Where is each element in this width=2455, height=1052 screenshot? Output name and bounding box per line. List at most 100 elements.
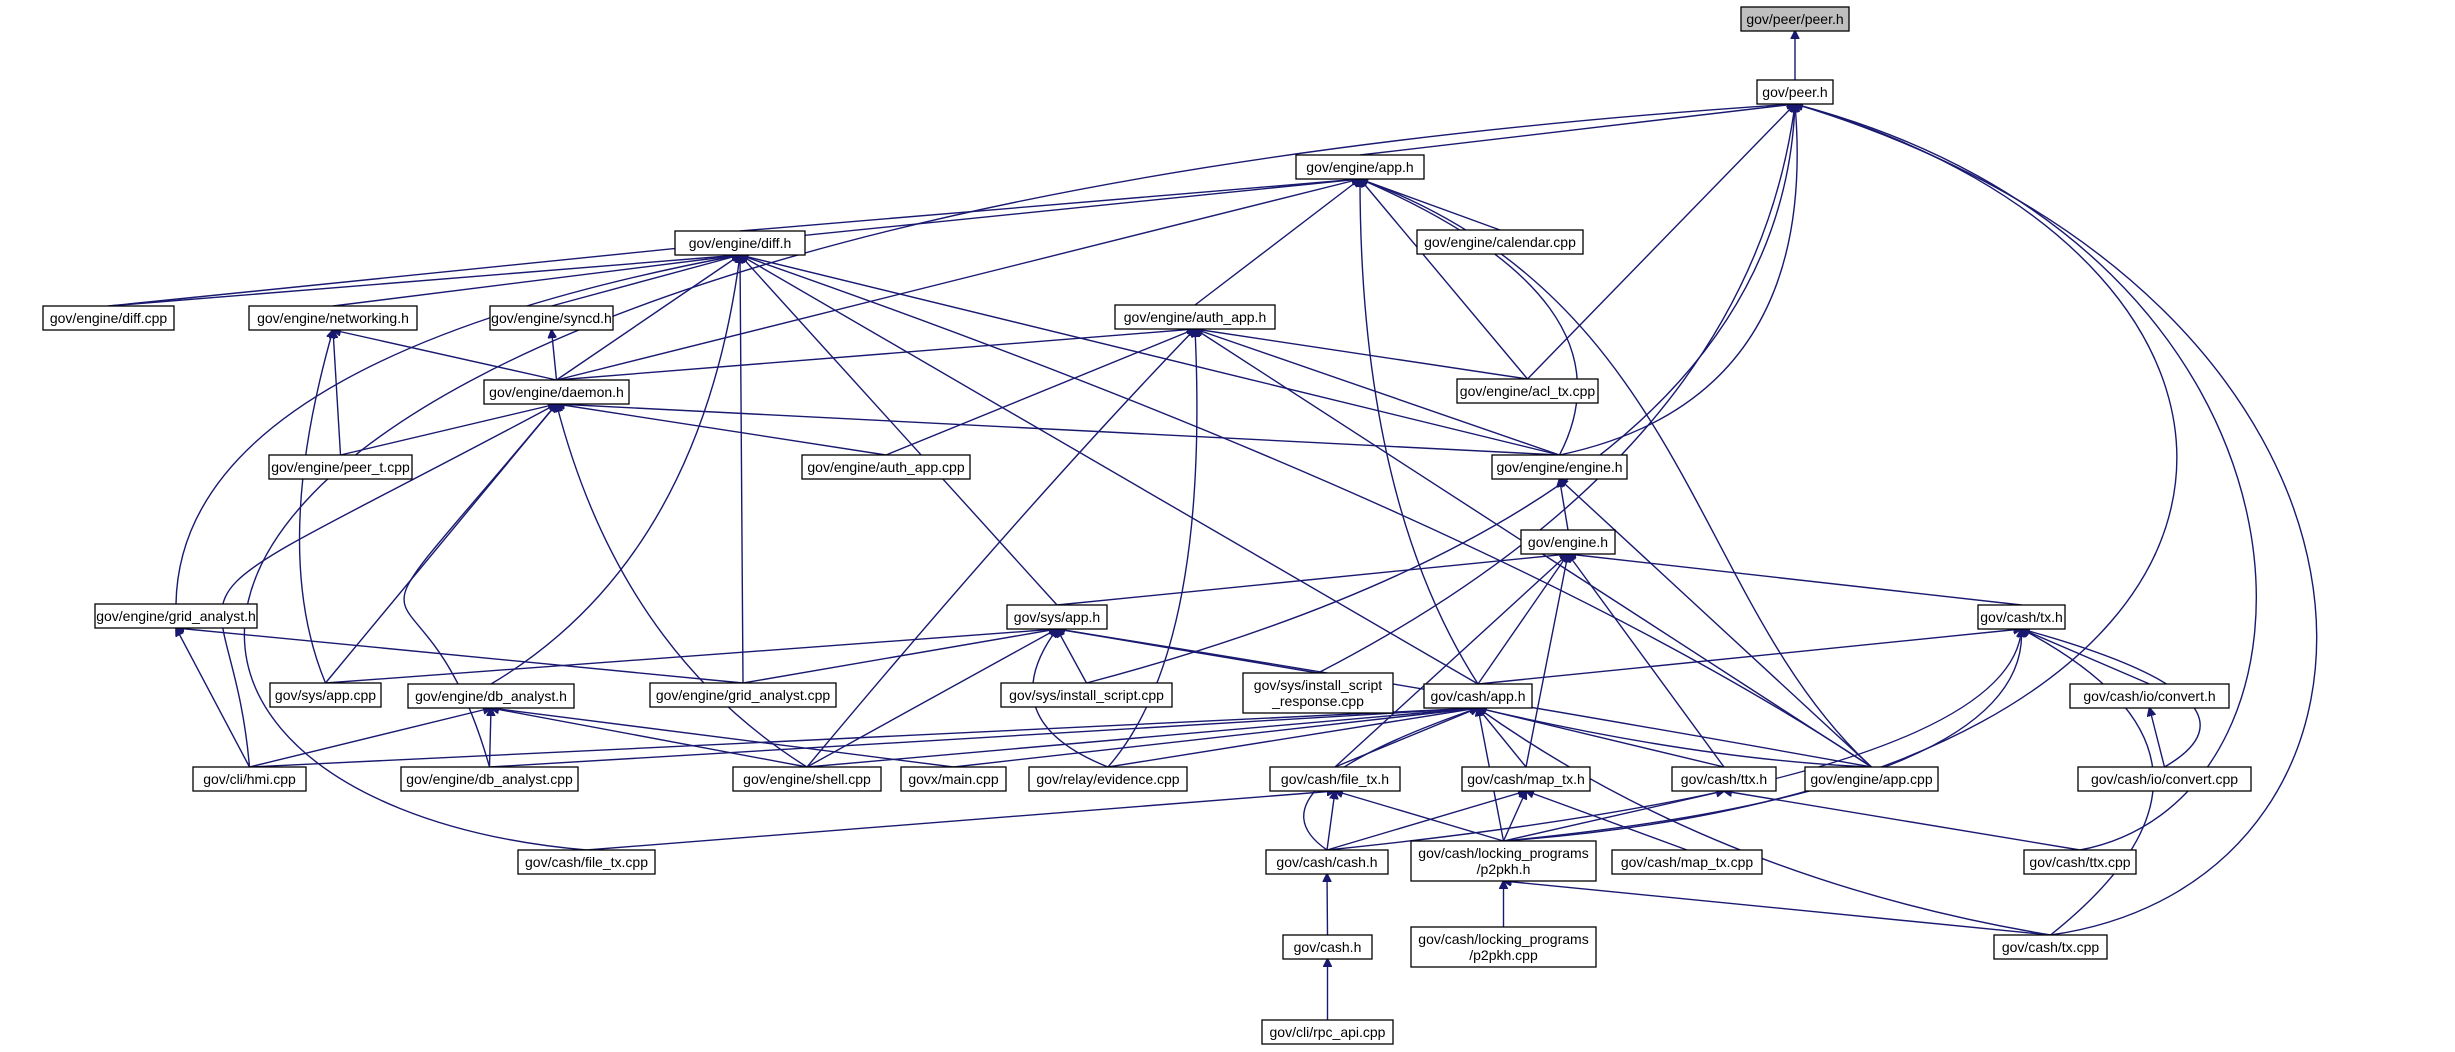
node-engine-acl-tx-cpp[interactable]: gov/engine/acl_tx.cpp — [1456, 378, 1599, 404]
node-peer-peer-h[interactable]: gov/peer/peer.h — [1740, 6, 1850, 32]
node-box — [1611, 849, 1763, 875]
node-cash-cash-h[interactable]: gov/cash/cash.h — [1265, 849, 1389, 875]
edge-cash_ttx_cpp-to-peer_h — [1795, 104, 2257, 851]
edge-cash_io_convert_h-to-cash_tx_h — [2022, 629, 2150, 685]
node-box — [1242, 672, 1394, 714]
node-engine-daemon-h[interactable]: gov/engine/daemon.h — [483, 379, 630, 405]
edge-cli_hmi_cpp-to-engine_db_analyst_h — [249, 708, 492, 768]
edge-engine_networking_h-to-engine_diff_h — [332, 255, 740, 307]
node-label: gov/sys/install_script_response.cpp — [1254, 677, 1382, 709]
node-engine-calendar-cpp[interactable]: gov/engine/calendar.cpp — [1416, 229, 1584, 255]
edge-engine_shell_cpp-to-engine_auth_app_h — [806, 329, 1195, 768]
edge-cash_tx_h-to-engine_h — [1568, 554, 2022, 606]
node-box — [483, 379, 630, 405]
edge-engine_auth_app_h-to-engine_app_h — [1194, 179, 1360, 306]
node-cash-io-convert-cpp[interactable]: gov/cash/io/convert.cpp — [2077, 766, 2252, 792]
node-engine-networking-h[interactable]: gov/engine/networking.h — [248, 305, 418, 331]
node-engine-db-analyst-h[interactable]: gov/engine/db_analyst.h — [407, 683, 575, 709]
edge-engine_db_analyst_cpp-to-cash_app_h — [489, 708, 1479, 768]
node-engine-shell-cpp[interactable]: gov/engine/shell.cpp — [732, 766, 882, 792]
node-box — [1993, 934, 2108, 960]
node-engine-diff-h[interactable]: gov/engine/diff.h — [674, 230, 806, 256]
node-label: gov/cli/hmi.cpp — [203, 771, 296, 787]
node-label: gov/cash/tx.cpp — [2002, 939, 2099, 955]
node-sys-install-script-response-cpp[interactable]: gov/sys/install_script_response.cpp — [1242, 672, 1394, 714]
node-engine-diff-cpp[interactable]: gov/engine/diff.cpp — [42, 305, 175, 331]
node-sys-install-script-cpp[interactable]: gov/sys/install_script.cpp — [1000, 682, 1173, 708]
edge-cash_app_h-to-cash_tx_h — [1477, 629, 2022, 685]
node-cash-h[interactable]: gov/cash.h — [1282, 934, 1373, 960]
node-sys-app-h[interactable]: gov/sys/app.h — [1006, 604, 1108, 630]
node-relay-evidence-cpp[interactable]: gov/relay/evidence.cpp — [1028, 766, 1188, 792]
node-box — [248, 305, 418, 331]
node-engine-app-cpp[interactable]: gov/engine/app.cpp — [1804, 766, 1939, 792]
node-engine-grid-analyst-cpp[interactable]: gov/engine/grid_analyst.cpp — [649, 682, 837, 708]
edge-engine_auth_app_cpp-to-engine_auth_app_h — [885, 329, 1195, 456]
node-label: gov/cash/app.h — [1431, 688, 1526, 704]
edge-sys_install_script_cpp-to-peer_h — [1086, 104, 1796, 684]
node-engine-engine-h[interactable]: gov/engine/engine.h — [1491, 454, 1628, 480]
edge-engine_db_analyst_cpp-to-engine_daemon_h — [403, 404, 557, 768]
node-label: gov/engine/db_analyst.h — [415, 688, 567, 704]
node-engine-auth-app-cpp[interactable]: gov/engine/auth_app.cpp — [801, 454, 971, 480]
node-cash-io-convert-h[interactable]: gov/cash/io/convert.h — [2069, 683, 2230, 709]
node-engine-db-analyst-cpp[interactable]: gov/engine/db_analyst.cpp — [400, 766, 579, 792]
node-box — [1028, 766, 1188, 792]
node-govx-main-cpp[interactable]: govx/main.cpp — [900, 766, 1007, 792]
node-label: gov/engine/peer_t.cpp — [271, 459, 410, 475]
node-cash-locking-p2pkh-h[interactable]: gov/cash/locking_programs/p2pkh.h — [1410, 840, 1597, 882]
edge-cash_tx_cpp-to-peer_h — [1795, 104, 2318, 936]
edge-cli_hmi_cpp-to-engine_grid_analyst_h — [176, 628, 251, 768]
node-engine-syncd-h[interactable]: gov/engine/syncd.h — [489, 305, 614, 331]
node-cash-locking-p2pkh-cpp[interactable]: gov/cash/locking_programs/p2pkh.cpp — [1410, 926, 1597, 968]
node-cash-ttx-h[interactable]: gov/cash/ttx.h — [1671, 766, 1777, 792]
node-label: gov/engine/networking.h — [257, 310, 409, 326]
edge-engine_daemon_h-to-engine_auth_app_h — [556, 329, 1196, 381]
edge-engine_peer_t_cpp-to-engine_networking_h — [333, 330, 342, 456]
node-label: gov/cash/locking_programs/p2pkh.cpp — [1418, 931, 1588, 963]
node-cash-tx-cpp[interactable]: gov/cash/tx.cpp — [1993, 934, 2108, 960]
node-box — [1423, 683, 1533, 709]
node-label: gov/cash/map_tx.h — [1467, 771, 1585, 787]
edge-cash_app_h-to-engine_h — [1477, 554, 1568, 685]
node-box — [1282, 934, 1373, 960]
node-engine-app-h[interactable]: gov/engine/app.h — [1295, 154, 1425, 180]
node-box — [1006, 604, 1108, 630]
node-sys-app-cpp[interactable]: gov/sys/app.cpp — [269, 682, 382, 708]
edge-engine_engine_h-to-engine_auth_app_h — [1195, 329, 1560, 456]
edge-engine_engine_h-to-peer_h — [1559, 104, 1798, 456]
edge-cash_file_tx_h-to-engine_h — [1334, 554, 1568, 768]
node-peer-h[interactable]: gov/peer.h — [1756, 79, 1834, 105]
node-box — [407, 683, 575, 709]
edge-engine_shell_cpp-to-cash_app_h — [806, 708, 1478, 768]
edge-cash_h-to-cash_cash_h — [1327, 874, 1328, 936]
node-label: gov/engine/auth_app.h — [1124, 309, 1266, 325]
node-label: gov/engine/shell.cpp — [743, 771, 871, 787]
node-cash-map-tx-cpp[interactable]: gov/cash/map_tx.cpp — [1611, 849, 1763, 875]
node-cli-hmi-cpp[interactable]: gov/cli/hmi.cpp — [192, 766, 307, 792]
node-cli-rpc-api-cpp[interactable]: gov/cli/rpc_api.cpp — [1261, 1019, 1394, 1045]
edge-cash_locking_p2pkh_h-to-cash_file_tx_h — [1335, 791, 1504, 842]
node-box — [1456, 378, 1599, 404]
node-cash-app-h[interactable]: gov/cash/app.h — [1423, 683, 1533, 709]
node-engine-peer-t-cpp[interactable]: gov/engine/peer_t.cpp — [268, 454, 413, 480]
node-cash-file-tx-cpp[interactable]: gov/cash/file_tx.cpp — [517, 849, 656, 875]
node-label: gov/engine/calendar.cpp — [1424, 234, 1576, 250]
node-box — [1671, 766, 1777, 792]
edge-cash_io_convert_cpp-to-cash_io_convert_h — [2150, 708, 2166, 768]
node-engine-h[interactable]: gov/engine.h — [1520, 529, 1616, 555]
node-engine-auth-app-h[interactable]: gov/engine/auth_app.h — [1114, 304, 1276, 330]
node-cash-map-tx-h[interactable]: gov/cash/map_tx.h — [1461, 766, 1591, 792]
node-cash-tx-h[interactable]: gov/cash/tx.h — [1977, 604, 2066, 630]
node-label: gov/cash/tx.h — [1980, 609, 2063, 625]
node-box — [1410, 840, 1597, 882]
node-box — [1520, 529, 1616, 555]
edge-engine_diff_h-to-engine_app_h — [739, 179, 1360, 232]
edge-engine_peer_t_cpp-to-engine_daemon_h — [340, 404, 557, 456]
node-box — [2069, 683, 2230, 709]
node-cash-file-tx-h[interactable]: gov/cash/file_tx.h — [1269, 766, 1401, 792]
node-box — [268, 454, 413, 480]
node-cash-ttx-cpp[interactable]: gov/cash/ttx.cpp — [2023, 849, 2137, 875]
edge-sys_install_script_response_cpp-to-peer_h — [1317, 104, 1795, 674]
node-engine-grid-analyst-h[interactable]: gov/engine/grid_analyst.h — [94, 603, 258, 629]
